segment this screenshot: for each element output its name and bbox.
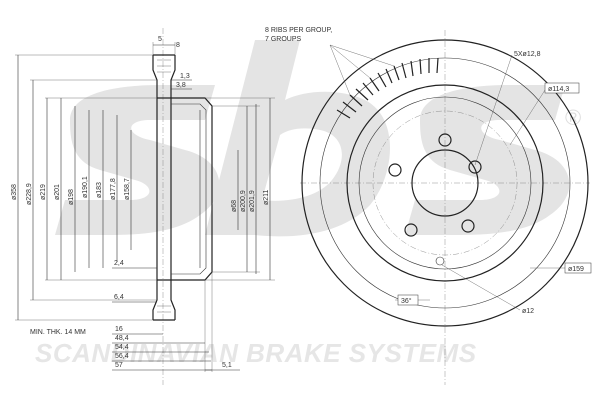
ribs-note-line2: 7 GROUPS (265, 36, 302, 43)
dim-57: 57 (115, 362, 123, 369)
dim-1-3: 1,3 (180, 73, 190, 80)
outer-spec: ø159 (568, 266, 584, 273)
bolt-hole-4 (404, 223, 418, 237)
bottom-dimensions: 16 48,4 54,4 56,4 57 5,1 (112, 272, 240, 372)
dim-201-9: ø201,9 (249, 190, 256, 212)
watermark: SCANDINAVIAN BRAKE SYSTEMS ® (35, 40, 581, 368)
inner-dimensions: 2,4 6,4 (112, 260, 157, 303)
dim-201: ø201 (54, 184, 61, 200)
dim-8: 8 (176, 42, 180, 49)
top-dimensions: 5 8 1,3 3,8 (152, 36, 192, 90)
outer-rim (301, 39, 589, 327)
pcd-spec: ø114,3 (548, 86, 569, 93)
vent-ribs (336, 57, 439, 119)
dim-48-4: 48,4 (115, 335, 129, 342)
bolt-hole-5 (388, 163, 402, 177)
right-diameter-labels: ø68 ø200,9 ø201,9 ø211 (231, 189, 270, 212)
company-watermark-text: SCANDINAVIAN BRAKE SYSTEMS (35, 338, 477, 368)
dim-219: ø219 (40, 184, 47, 200)
ribs-note-line1: 8 RIBS PER GROUP, (265, 27, 332, 34)
bolt-hole-2 (468, 160, 482, 174)
left-diameter-lines (17, 55, 132, 320)
small-hole-spec: ø12 (522, 308, 534, 315)
left-diameter-labels: ø358 ø228,9 ø219 ø201 ø198 ø190,1 ø183 ø… (11, 176, 131, 205)
dim-190-1: ø190,1 (82, 176, 89, 198)
bolt-holes (388, 133, 482, 266)
min-thickness-note: MIN. THK. 14 MM (30, 329, 86, 336)
dim-16: 16 (115, 326, 123, 333)
dim-177-8: ø177,8 (110, 178, 117, 200)
dim-68: ø68 (231, 200, 238, 212)
dim-54-4: 54,4 (115, 344, 129, 351)
dim-5-1: 5,1 (222, 362, 232, 369)
angle-spec: 36° (401, 297, 412, 305)
center-bore (411, 149, 479, 217)
dim-6-4: 6,4 (114, 294, 124, 301)
side-view-section: ø358 ø228,9 ø219 ø201 ø198 ø190,1 ø183 ø… (11, 28, 275, 385)
bolt-hole-3 (461, 219, 475, 233)
right-diameter-lines (237, 98, 271, 280)
dim-198: ø198 (68, 189, 75, 205)
dim-5: 5 (158, 36, 162, 43)
bolt-hole-1 (438, 133, 452, 147)
dim-56-4: 56,4 (115, 353, 129, 360)
leader-lines (329, 44, 565, 311)
dim-2-4: 2,4 (114, 260, 124, 267)
dim-358: ø358 (11, 184, 18, 200)
dim-158-7: ø158,7 (124, 178, 131, 200)
dim-211: ø211 (263, 189, 270, 205)
front-view: 8 RIBS PER GROUP, 7 GROUPS 5Xø12,8 ø114,… (265, 27, 592, 385)
sbs-logo-watermark (55, 40, 570, 237)
dim-228-9: ø228,9 (26, 183, 33, 205)
dim-200-9: ø200,9 (240, 190, 247, 212)
bolt-hole-spec: 5Xø12,8 (514, 51, 541, 58)
dim-183: ø183 (96, 182, 103, 198)
small-hole (435, 256, 445, 266)
dim-3-8: 3,8 (176, 82, 186, 89)
